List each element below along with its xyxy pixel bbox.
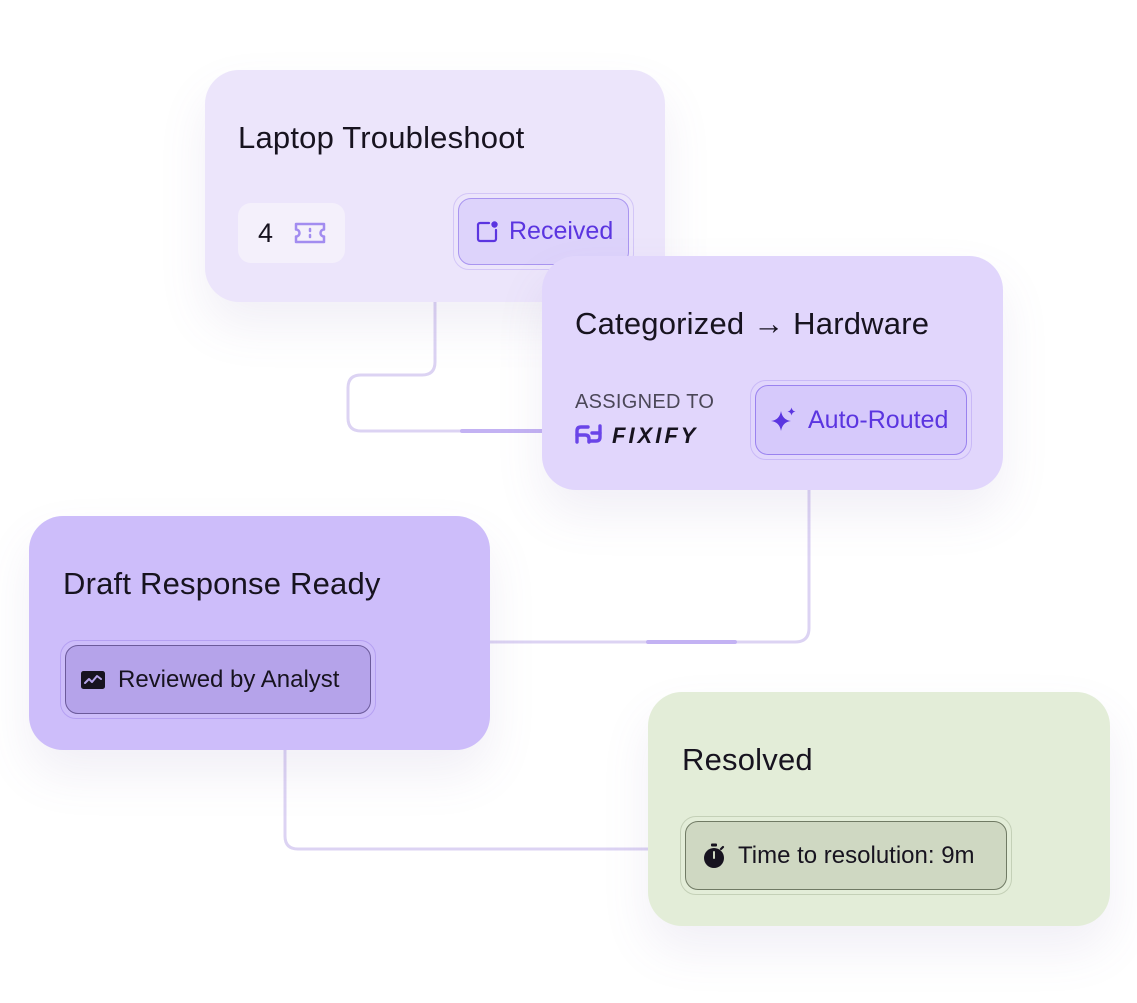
status-label: Auto-Routed <box>808 405 949 434</box>
status-badge-received: Received <box>453 193 634 270</box>
step-card-laptop-troubleshoot: Laptop Troubleshoot 4 Received <box>205 70 665 302</box>
status-label: Time to resolution: 9m <box>738 841 975 869</box>
status-badge-reviewed: Reviewed by Analyst <box>60 640 376 719</box>
assignee-logo: FIXIFY <box>575 423 698 449</box>
status-badge-time-to-resolution: Time to resolution: 9m <box>680 816 1012 895</box>
ticket-count: 4 <box>258 218 274 248</box>
step-card-resolved: Resolved Time to resolution: 9m <box>648 692 1110 926</box>
step-title: Resolved <box>682 742 813 777</box>
connector-3-4 <box>283 748 652 851</box>
step-title: Draft Response Ready <box>63 566 381 601</box>
sparkle-icon <box>770 406 798 434</box>
status-badge-auto-routed: Auto-Routed <box>750 380 972 460</box>
assignee-name: FIXIFY <box>612 423 699 448</box>
connector-1-2 <box>346 298 547 433</box>
ticket-count-chip: 4 <box>238 203 345 263</box>
step-title: Laptop Troubleshoot <box>238 120 525 155</box>
stopwatch-icon <box>702 843 726 869</box>
step-card-draft-response: Draft Response Ready Reviewed by Analyst <box>29 516 490 750</box>
fixify-logo-icon <box>575 423 602 449</box>
status-label: Received <box>509 217 614 245</box>
ticket-received-icon <box>475 220 499 244</box>
ticket-icon <box>293 221 327 250</box>
step-title: Categorized → Hardware <box>575 306 930 341</box>
step-card-categorized: Categorized → Hardware ASSIGNED TO FIXIF… <box>542 256 1003 490</box>
analytics-check-icon <box>80 669 106 691</box>
status-label: Reviewed by Analyst <box>118 665 340 693</box>
connector-2-3 <box>488 488 811 644</box>
assigned-to-label: ASSIGNED TO <box>575 391 715 413</box>
